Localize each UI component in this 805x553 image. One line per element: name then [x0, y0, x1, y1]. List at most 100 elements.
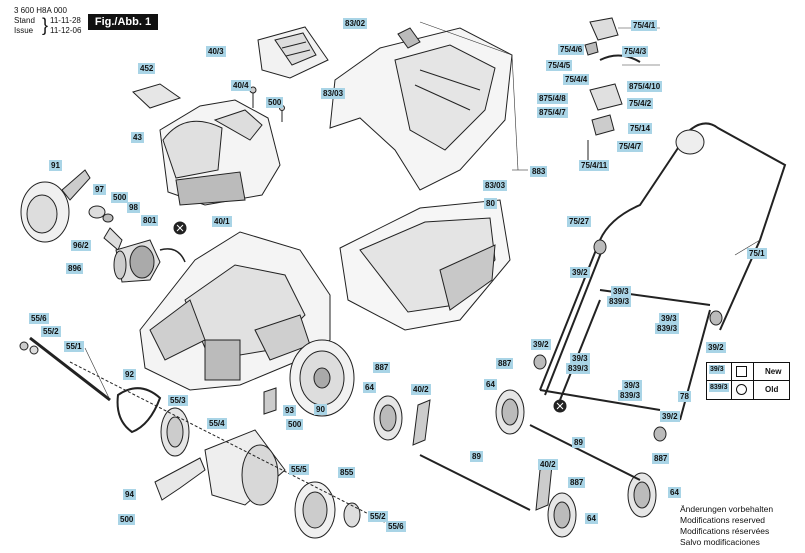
- callout-75-27: 75/27: [567, 216, 592, 227]
- handle-75-1: [539, 122, 787, 396]
- grass-box-lid-83-02: [329, 27, 513, 191]
- issue-label: Issue: [14, 26, 34, 35]
- callout-83-03-b: 83/03: [483, 180, 508, 191]
- callout-75-4-7: 75/4/7: [617, 141, 644, 152]
- knob-39-2-d: [653, 426, 667, 442]
- callout-75-4-4: 75/4/4: [563, 74, 590, 85]
- callout-39-3-b: 39/3: [659, 313, 679, 324]
- knob-39-2-c: [533, 354, 547, 370]
- knob-39-2-b: [709, 310, 723, 326]
- axle-89-b: [529, 424, 641, 481]
- motor-801: [113, 239, 186, 283]
- drive-belt-92: [116, 387, 162, 434]
- legend-row-old: 839/3 Old: [707, 381, 789, 398]
- wheel-887-b: [495, 389, 525, 435]
- callout-55-2-b: 55/2: [368, 511, 388, 522]
- legend-box: 39/3 New 839/3 Old: [706, 362, 790, 400]
- callout-887-a: 887: [373, 362, 391, 373]
- callout-55-6-b: 55/6: [386, 521, 406, 532]
- callout-500-a: 500: [266, 97, 284, 108]
- legend-label-old: Old: [765, 385, 779, 394]
- callout-75-4-11: 75/4/11: [579, 160, 610, 171]
- callout-839-3-d: 839/3: [618, 390, 643, 401]
- callout-64-a: 64: [363, 382, 376, 393]
- callout-83-02: 83/02: [343, 18, 368, 29]
- screw-40-4: [249, 86, 257, 108]
- cover-part-40-3: [257, 26, 329, 79]
- callout-39-3-a: 39/3: [611, 286, 631, 297]
- callout-801: 801: [141, 215, 159, 226]
- part-number: 3 600 H8A 000: [14, 6, 67, 15]
- cross-mark-icon: [173, 221, 187, 235]
- callout-39-2-c: 39/2: [531, 339, 551, 350]
- switch-assembly-75-4: [584, 17, 641, 160]
- note-english: Modifications reserved: [680, 515, 766, 525]
- callout-75-4-3: 75/4/3: [622, 46, 649, 57]
- height-lever-40-2-a: [412, 399, 431, 446]
- knob-39-2-a: [593, 239, 607, 255]
- legend-label-new: New: [765, 367, 782, 376]
- wheel-887-d: [627, 472, 657, 518]
- callout-75-1: 75/1: [747, 248, 767, 259]
- side-guard-91: [20, 169, 91, 243]
- housing-part-43: [159, 99, 281, 206]
- callout-64-b: 64: [484, 379, 497, 390]
- callout-92: 92: [123, 369, 136, 380]
- callout-55-1: 55/1: [64, 341, 84, 352]
- callout-887-c: 887: [568, 477, 586, 488]
- callout-55-2-a: 55/2: [41, 326, 61, 337]
- callout-887-b: 887: [496, 358, 514, 369]
- label-plate-452: [132, 83, 182, 109]
- callout-78: 78: [678, 391, 691, 402]
- callout-500-d: 500: [286, 419, 304, 430]
- note-french: Modifications réservées: [680, 526, 770, 536]
- callout-40-1: 40/1: [212, 216, 232, 227]
- callout-839-3-a: 839/3: [607, 296, 632, 307]
- stand-date: 11-11-28: [50, 16, 81, 25]
- callout-875-4-8: 875/4/8: [537, 93, 568, 104]
- issue-date: 11-12-06: [50, 26, 82, 35]
- square-icon: [736, 366, 747, 377]
- callout-64-c: 64: [585, 513, 598, 524]
- callout-98: 98: [127, 202, 140, 213]
- bracket-94: [154, 457, 206, 501]
- callout-55-3: 55/3: [168, 395, 188, 406]
- callout-89-a: 89: [470, 451, 483, 462]
- wheel-887-a: [373, 395, 403, 441]
- callout-75-14: 75/14: [628, 123, 653, 134]
- callout-90: 90: [314, 404, 327, 415]
- callout-39-3-d: 39/3: [622, 380, 642, 391]
- modification-notes: Änderungen vorbehalten Modifications res…: [680, 504, 773, 548]
- callout-93: 93: [283, 405, 296, 416]
- roller-assembly-55: [69, 361, 401, 539]
- grass-box-80: [339, 199, 511, 331]
- callout-64-d: 64: [668, 487, 681, 498]
- callout-80: 80: [484, 198, 497, 209]
- note-german: Änderungen vorbehalten: [680, 504, 774, 514]
- callout-39-2-b: 39/2: [706, 342, 726, 353]
- callout-39-2-a: 39/2: [570, 267, 590, 278]
- callout-39-2-d: 39/2: [660, 411, 680, 422]
- legend-row-new: 39/3 New: [707, 363, 789, 380]
- callout-839-3-b: 839/3: [655, 323, 680, 334]
- callout-43: 43: [131, 132, 144, 143]
- legend-code-old: 839/3: [709, 383, 729, 392]
- callout-500-b: 500: [111, 192, 129, 203]
- axle-89-a: [419, 454, 531, 511]
- axle-55-1: [19, 336, 111, 402]
- small-parts-97-98: [88, 205, 123, 251]
- callout-896: 896: [66, 263, 84, 274]
- callout-75-4-6: 75/4/6: [558, 44, 585, 55]
- callout-887-d: 887: [652, 453, 670, 464]
- callout-883: 883: [530, 166, 548, 177]
- callout-55-6-a: 55/6: [29, 313, 49, 324]
- large-gear-wheel-90: [289, 339, 355, 417]
- callout-75-4-5: 75/4/5: [546, 60, 573, 71]
- circle-icon: [736, 384, 747, 395]
- callout-97: 97: [93, 184, 106, 195]
- legend-code-new: 39/3: [709, 365, 725, 374]
- callout-855: 855: [338, 467, 356, 478]
- callout-40-4: 40/4: [231, 80, 251, 91]
- brace-mark: }: [42, 15, 49, 35]
